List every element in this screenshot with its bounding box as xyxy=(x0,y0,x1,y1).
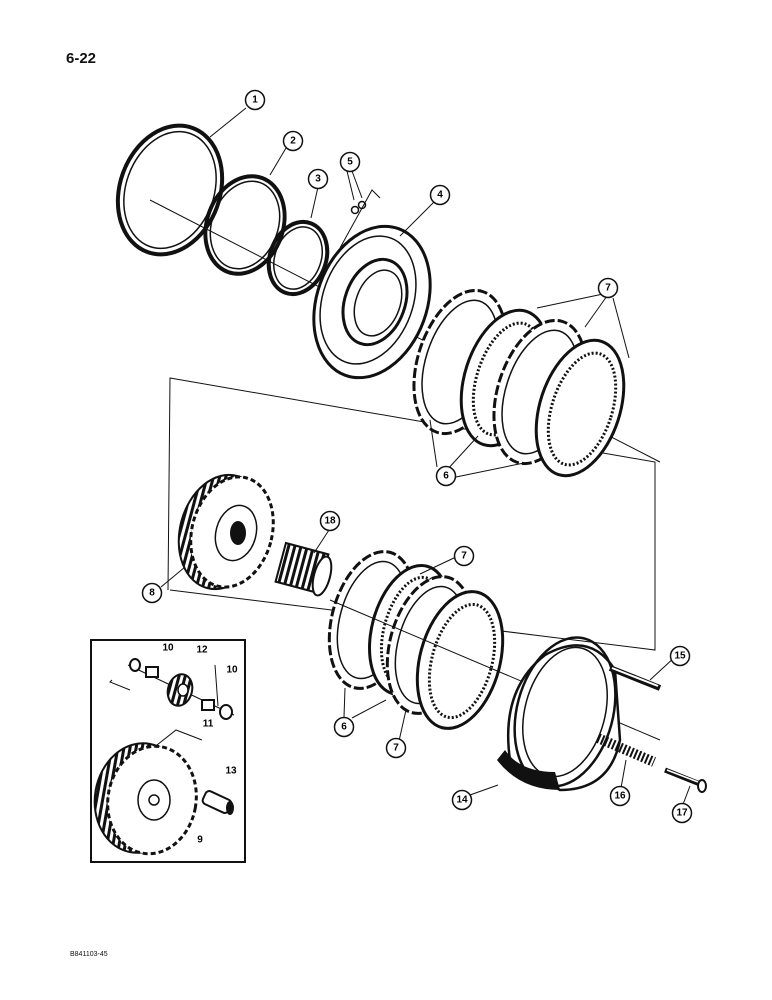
callout-5: 5 xyxy=(339,151,361,173)
part-4-piston xyxy=(312,224,432,380)
part-18-needle-bearing xyxy=(274,541,333,597)
callout-15-label: 15 xyxy=(674,651,686,662)
part-15-pin xyxy=(608,665,662,691)
part-17-bolt xyxy=(664,767,707,793)
callout-18-label: 18 xyxy=(324,516,336,527)
inset-box xyxy=(90,639,246,863)
callout-17: 17 xyxy=(671,802,693,824)
callout-3-label: 3 xyxy=(315,174,321,185)
upper-clutch-pack xyxy=(412,288,626,478)
callout-4-label: 4 xyxy=(437,190,443,201)
callout-7-mid: 7 xyxy=(453,545,475,567)
callout-1-label: 1 xyxy=(252,95,258,106)
part-5-check-balls xyxy=(339,189,381,249)
leader-lines xyxy=(160,107,691,808)
callout-12-label: 12 xyxy=(196,645,208,656)
callout-7-lower: 7 xyxy=(385,737,407,759)
part-13-planet-pin xyxy=(201,790,234,815)
callout-2: 2 xyxy=(282,130,304,152)
callout-7-mid-label: 7 xyxy=(461,551,467,562)
callout-16-label: 16 xyxy=(614,791,626,802)
callout-18: 18 xyxy=(319,510,341,532)
inset-planet-gear-parts xyxy=(109,658,235,761)
callout-17-label: 17 xyxy=(676,808,688,819)
callout-1: 1 xyxy=(244,89,266,111)
callout-7-upper-label: 7 xyxy=(605,283,611,294)
callout-4: 4 xyxy=(429,184,451,206)
callout-8: 8 xyxy=(141,582,163,604)
callout-16: 16 xyxy=(609,785,631,807)
callout-8-label: 8 xyxy=(149,588,155,599)
callout-3: 3 xyxy=(307,168,329,190)
lower-clutch-pack xyxy=(327,550,505,730)
part-14-clutch-drum xyxy=(497,636,622,792)
part-3-ring xyxy=(266,219,330,297)
part-9-planet-carrier xyxy=(93,742,198,856)
callout-6-upper: 6 xyxy=(435,465,457,487)
callout-15: 15 xyxy=(669,645,691,667)
callout-7-lower-label: 7 xyxy=(393,743,399,754)
callout-2-label: 2 xyxy=(290,136,296,147)
figure-code: B841103-45 xyxy=(70,951,108,958)
page-number: 6-22 xyxy=(66,50,97,67)
part-1-ring xyxy=(115,123,225,257)
callout-11-label: 11 xyxy=(203,719,214,730)
callout-10-right-label: 10 xyxy=(226,665,238,676)
callout-10-left-label: 10 xyxy=(162,643,174,654)
callout-13-label: 13 xyxy=(225,766,237,777)
callout-14: 14 xyxy=(451,789,473,811)
assembly-bracket xyxy=(167,377,656,651)
callout-9-label: 9 xyxy=(197,835,203,846)
callout-6-lower: 6 xyxy=(333,716,355,738)
callout-14-label: 14 xyxy=(456,795,468,806)
callout-7-upper: 7 xyxy=(597,277,619,299)
callout-6-lower-label: 6 xyxy=(341,722,347,733)
part-8-gear-carrier xyxy=(177,473,275,591)
callout-5-label: 5 xyxy=(347,157,353,168)
callout-6-upper-label: 6 xyxy=(443,471,449,482)
